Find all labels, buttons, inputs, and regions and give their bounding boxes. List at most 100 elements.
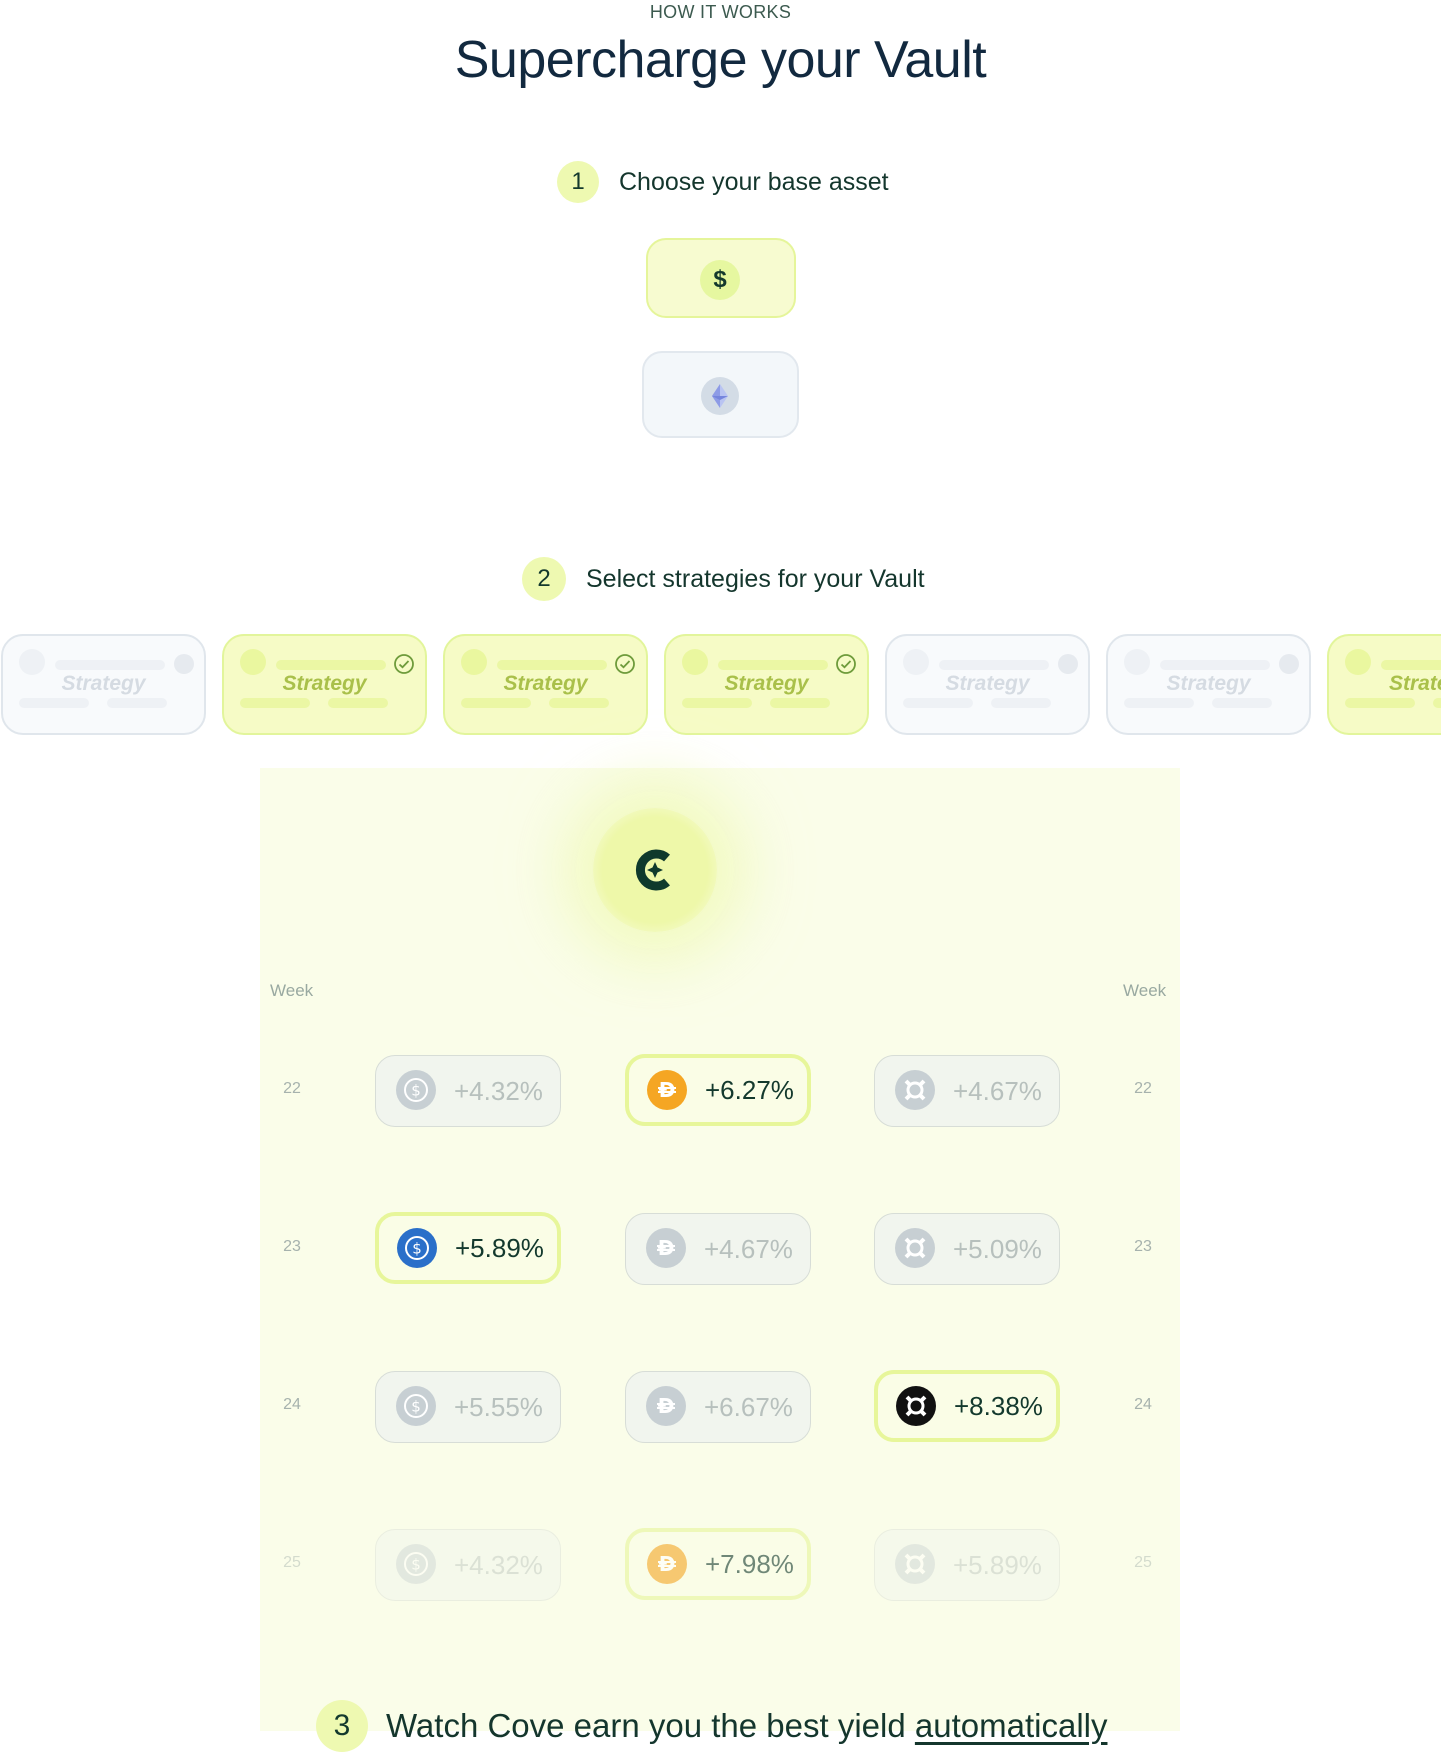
yield-cell: $ +5.55% — [375, 1371, 561, 1443]
asset-option-usd[interactable]: $ — [646, 238, 796, 318]
strategy-bar — [1212, 698, 1272, 708]
usdc-icon: $ — [396, 1070, 436, 1110]
yield-value: +4.67% — [704, 1234, 793, 1264]
strategy-bar — [903, 698, 973, 708]
strategy-avatar — [461, 649, 487, 675]
strategy-bar — [770, 698, 830, 708]
svg-text:Đ: Đ — [659, 1078, 676, 1102]
step-3-text: Watch Cove earn you the best yield — [386, 1707, 906, 1744]
strategy-bar — [461, 698, 531, 708]
dai-icon: Đ — [647, 1544, 687, 1584]
unselected-indicator — [1279, 654, 1299, 674]
yield-value: +6.67% — [704, 1392, 793, 1422]
yield-cell-best: Đ +7.98% — [625, 1528, 811, 1600]
week-number: 25 — [283, 1554, 301, 1571]
svg-text:$: $ — [411, 1082, 421, 1100]
asset-option-eth[interactable] — [642, 351, 799, 438]
strategy-card-partial[interactable]: Strategy — [1327, 634, 1441, 735]
cove-logo-badge — [593, 808, 717, 932]
strategy-label: Strategy — [503, 672, 588, 695]
yield-value: +6.27% — [705, 1075, 794, 1105]
strategy-card[interactable]: Strategy — [1, 634, 206, 735]
dollar-icon: $ — [700, 260, 740, 300]
strategy-avatar — [19, 649, 45, 675]
check-circle-icon — [615, 654, 635, 674]
yield-value: +4.32% — [454, 1076, 543, 1106]
frax-icon — [895, 1228, 935, 1268]
yield-value: +5.09% — [953, 1234, 1042, 1264]
check-circle-icon — [836, 654, 856, 674]
svg-text:$: $ — [411, 1398, 421, 1416]
strategy-bar — [1433, 698, 1441, 708]
week-column-header-left: Week — [270, 981, 314, 1000]
strategy-bar — [1160, 660, 1270, 670]
strategy-avatar — [240, 649, 266, 675]
ethereum-icon — [701, 377, 739, 415]
strategy-card[interactable]: Strategy — [1106, 634, 1311, 735]
frax-icon — [895, 1070, 935, 1110]
strategy-bar — [240, 698, 310, 708]
strategy-bar — [107, 698, 167, 708]
vault-panel: Week Week 22 22 $ +4.32% Đ +6.27% +4.67%… — [260, 768, 1180, 1752]
strategy-card[interactable]: Strategy — [664, 634, 869, 735]
strategy-label: Strategy — [1166, 672, 1251, 695]
unselected-indicator — [1058, 654, 1078, 674]
yield-cell: +4.67% — [874, 1055, 1060, 1127]
strategy-bar — [939, 660, 1049, 670]
svg-text:Đ: Đ — [659, 1552, 676, 1576]
usdc-icon: $ — [396, 1544, 436, 1584]
strategy-card[interactable]: Strategy — [885, 634, 1090, 735]
strategy-bar — [991, 698, 1051, 708]
yield-value: +8.38% — [954, 1391, 1043, 1421]
strategy-bar — [328, 698, 388, 708]
yield-value: +4.32% — [454, 1550, 543, 1580]
step-1-label: Choose your base asset — [619, 168, 889, 196]
week-number: 25 — [1134, 1554, 1152, 1571]
strategy-avatar — [682, 649, 708, 675]
yield-value: +5.89% — [455, 1233, 544, 1263]
strategy-label: Strategy — [945, 672, 1030, 695]
usdc-icon: $ — [396, 1386, 436, 1426]
yield-value: +5.55% — [454, 1392, 543, 1422]
strategy-bar — [682, 698, 752, 708]
week-column-header-right: Week — [1123, 981, 1167, 1000]
svg-text:$: $ — [412, 1240, 422, 1258]
strategy-bar — [276, 660, 386, 670]
usdc-icon: $ — [397, 1228, 437, 1268]
strategy-bar — [55, 660, 165, 670]
strategy-card[interactable]: Strategy — [222, 634, 427, 735]
svg-text:Đ: Đ — [658, 1236, 675, 1260]
step-3-number: 3 — [316, 1700, 368, 1752]
strategy-bar — [1124, 698, 1194, 708]
section-eyebrow: HOW IT WORKS — [649, 2, 792, 22]
strategy-label: Strategy — [282, 672, 367, 695]
strategy-bar — [1345, 698, 1415, 708]
strategy-label: Strategy — [61, 672, 146, 695]
yield-value: +4.67% — [953, 1076, 1042, 1106]
step-1-number: 1 — [557, 161, 599, 203]
week-number: 23 — [283, 1238, 301, 1255]
week-number: 24 — [1134, 1396, 1152, 1413]
frax-icon — [895, 1544, 935, 1584]
strategy-bar — [19, 698, 89, 708]
yield-cell: $ +4.32% — [375, 1529, 561, 1601]
week-number: 23 — [1134, 1238, 1152, 1255]
strategy-bar — [718, 660, 828, 670]
dai-icon: Đ — [646, 1228, 686, 1268]
svg-text:$: $ — [411, 1556, 421, 1574]
page-title: Supercharge your Vault — [454, 31, 987, 89]
check-circle-icon — [394, 654, 414, 674]
strategy-label: Strategy — [1389, 672, 1441, 695]
unselected-indicator — [174, 654, 194, 674]
yield-cell-best: Đ +6.27% — [625, 1054, 811, 1126]
yield-cell-best: $ +5.89% — [375, 1212, 561, 1284]
yield-cell-best: +8.38% — [874, 1370, 1060, 1442]
strategy-bar — [549, 698, 609, 708]
step-3-emphasis: automatically — [914, 1707, 1108, 1744]
frax-icon — [896, 1386, 936, 1426]
strategy-card[interactable]: Strategy — [443, 634, 648, 735]
strategy-avatar — [903, 649, 929, 675]
yield-cell: +5.89% — [874, 1529, 1060, 1601]
strategy-avatar — [1124, 649, 1150, 675]
yield-value: +7.98% — [705, 1549, 794, 1579]
